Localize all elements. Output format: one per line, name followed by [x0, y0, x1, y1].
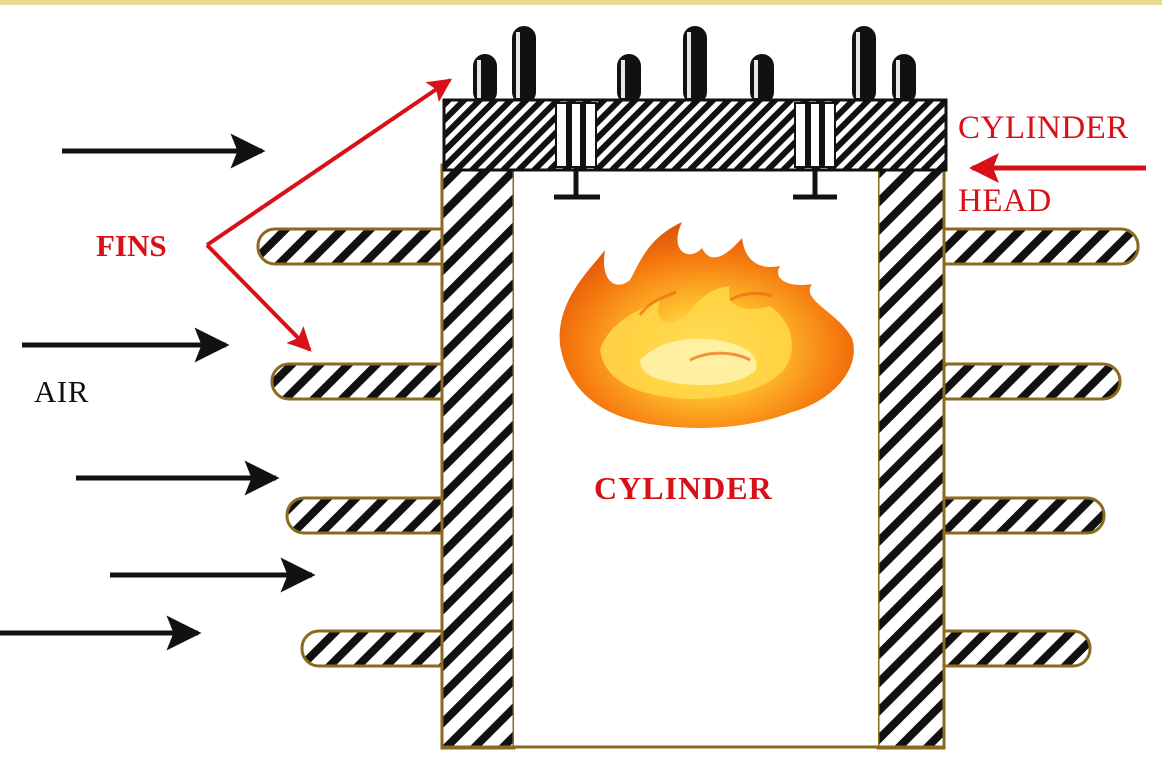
head-fin — [892, 54, 916, 104]
exhaust-valve — [793, 168, 837, 200]
cylinder-walls — [440, 163, 946, 750]
head-fin — [852, 26, 876, 104]
head-fins — [473, 26, 916, 104]
left-wall — [440, 163, 516, 750]
valve-port — [555, 102, 597, 168]
fin — [926, 362, 1122, 401]
head-fin — [473, 54, 497, 104]
top-border-strip — [0, 0, 1162, 5]
cylinder-head-label-line2: HEAD — [958, 183, 1052, 219]
head-fin — [683, 26, 707, 104]
fin — [926, 629, 1092, 668]
cylinder-head — [442, 98, 948, 200]
right-wall — [876, 163, 946, 750]
intake-valve — [554, 168, 600, 200]
head-fin — [512, 26, 536, 104]
flame-icon — [559, 222, 854, 428]
fin — [926, 496, 1106, 535]
fins-arrow-upper — [205, 78, 452, 247]
right-fins — [926, 227, 1140, 668]
cylinder-head-label-line1: CYLINDER — [958, 110, 1129, 146]
head-block — [442, 98, 948, 172]
fin — [270, 362, 460, 401]
air-flow-arrows — [0, 133, 316, 651]
fins-label: FINS — [96, 228, 167, 263]
fins-arrow-lower — [205, 243, 312, 352]
fins-pointer-arrows — [205, 78, 452, 352]
fin — [285, 496, 460, 535]
left-fins — [256, 227, 460, 668]
air-label: AIR — [34, 374, 89, 409]
valve-port — [794, 102, 836, 168]
fin — [256, 227, 460, 266]
head-fin — [750, 54, 774, 104]
cylinder-label: CYLINDER — [594, 470, 773, 506]
fin — [300, 629, 460, 668]
head-fin — [617, 54, 641, 104]
fin — [926, 227, 1140, 266]
